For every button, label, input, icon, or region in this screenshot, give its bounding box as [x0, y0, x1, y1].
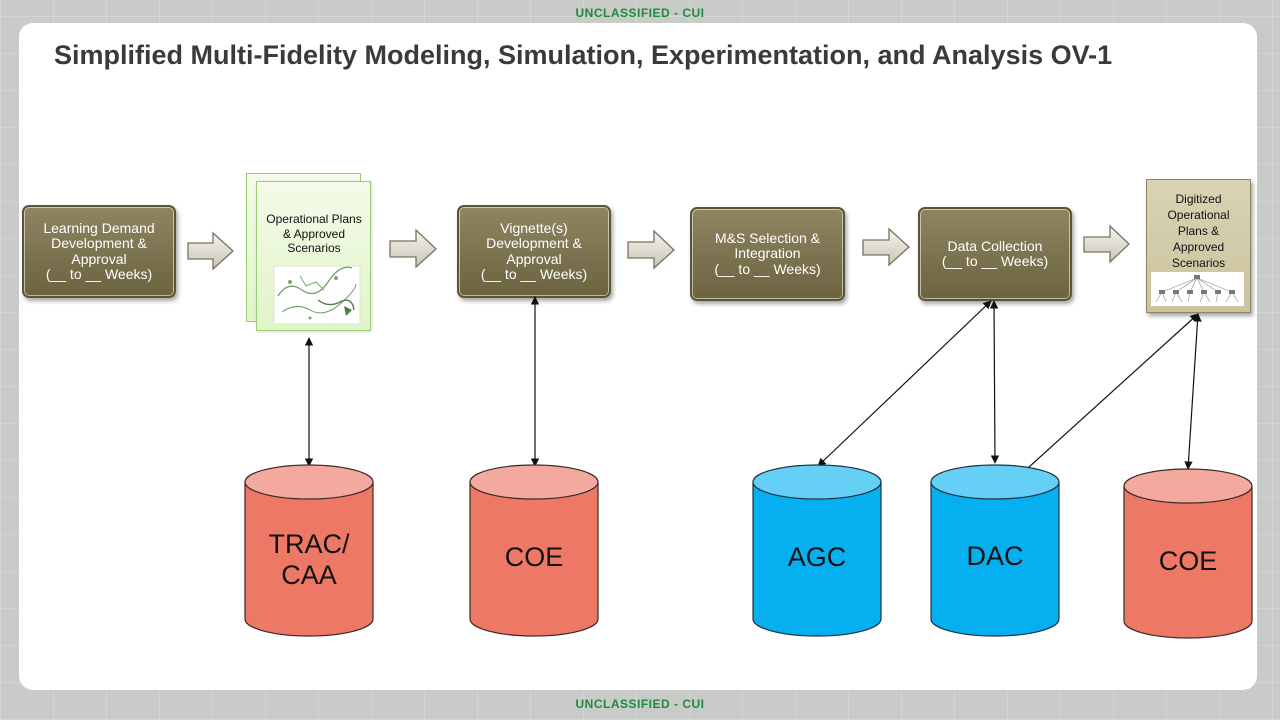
- classification-banner-bottom: UNCLASSIFIED - CUI: [575, 697, 705, 711]
- step-label: Data Collection (__ to __ Weeks): [941, 237, 1049, 269]
- classification-banner-top: UNCLASSIFIED - CUI: [575, 6, 705, 20]
- database-coe-2: [1123, 468, 1253, 639]
- connector-digitized-dac: [996, 313, 1199, 497]
- database-label-coe-2: COE: [1158, 546, 1218, 576]
- step-label: M&S Selection & Integration (__ to __ We…: [714, 229, 821, 277]
- database-coe-1: [469, 464, 599, 637]
- connector-datacollection-agc: [817, 300, 992, 467]
- database-dac: [930, 464, 1060, 637]
- database-label-trac-caa: TRAC/ CAA: [268, 529, 350, 590]
- step-label: Vignette(s) Development & Approval (__ t…: [480, 219, 588, 282]
- flow-arrow-4: [862, 227, 910, 267]
- flow-arrow-2: [389, 228, 437, 269]
- step-learning-demand: Learning Demand Development & Approval (…: [22, 205, 176, 298]
- flow-arrow-3: [627, 229, 675, 270]
- database-label-coe-1: COE: [504, 542, 564, 572]
- flow-arrow-1: [187, 231, 234, 271]
- step-ms-selection: M&S Selection & Integration (__ to __ We…: [690, 207, 845, 301]
- connector-datacollection-dac: [989, 300, 1000, 464]
- connector-digitized-coe: [1184, 313, 1202, 470]
- database-label-dac: DAC: [966, 541, 1024, 571]
- flow-arrow-5: [1083, 224, 1130, 264]
- step-label: Learning Demand Development & Approval (…: [43, 219, 155, 282]
- slide-title: Simplified Multi-Fidelity Modeling, Simu…: [54, 40, 1113, 70]
- step-data-collection: Data Collection (__ to __ Weeks): [918, 207, 1072, 301]
- database-label-agc: AGC: [787, 542, 847, 572]
- digitized-plans-label: Digitized Operational Plans & Approved S…: [1167, 192, 1230, 270]
- database-trac-caa: [244, 464, 374, 637]
- step-vignette-development: Vignette(s) Development & Approval (__ t…: [457, 205, 611, 298]
- operational-plans-label: Operational Plans & Approved Scenarios: [266, 212, 362, 255]
- database-agc: [752, 464, 882, 637]
